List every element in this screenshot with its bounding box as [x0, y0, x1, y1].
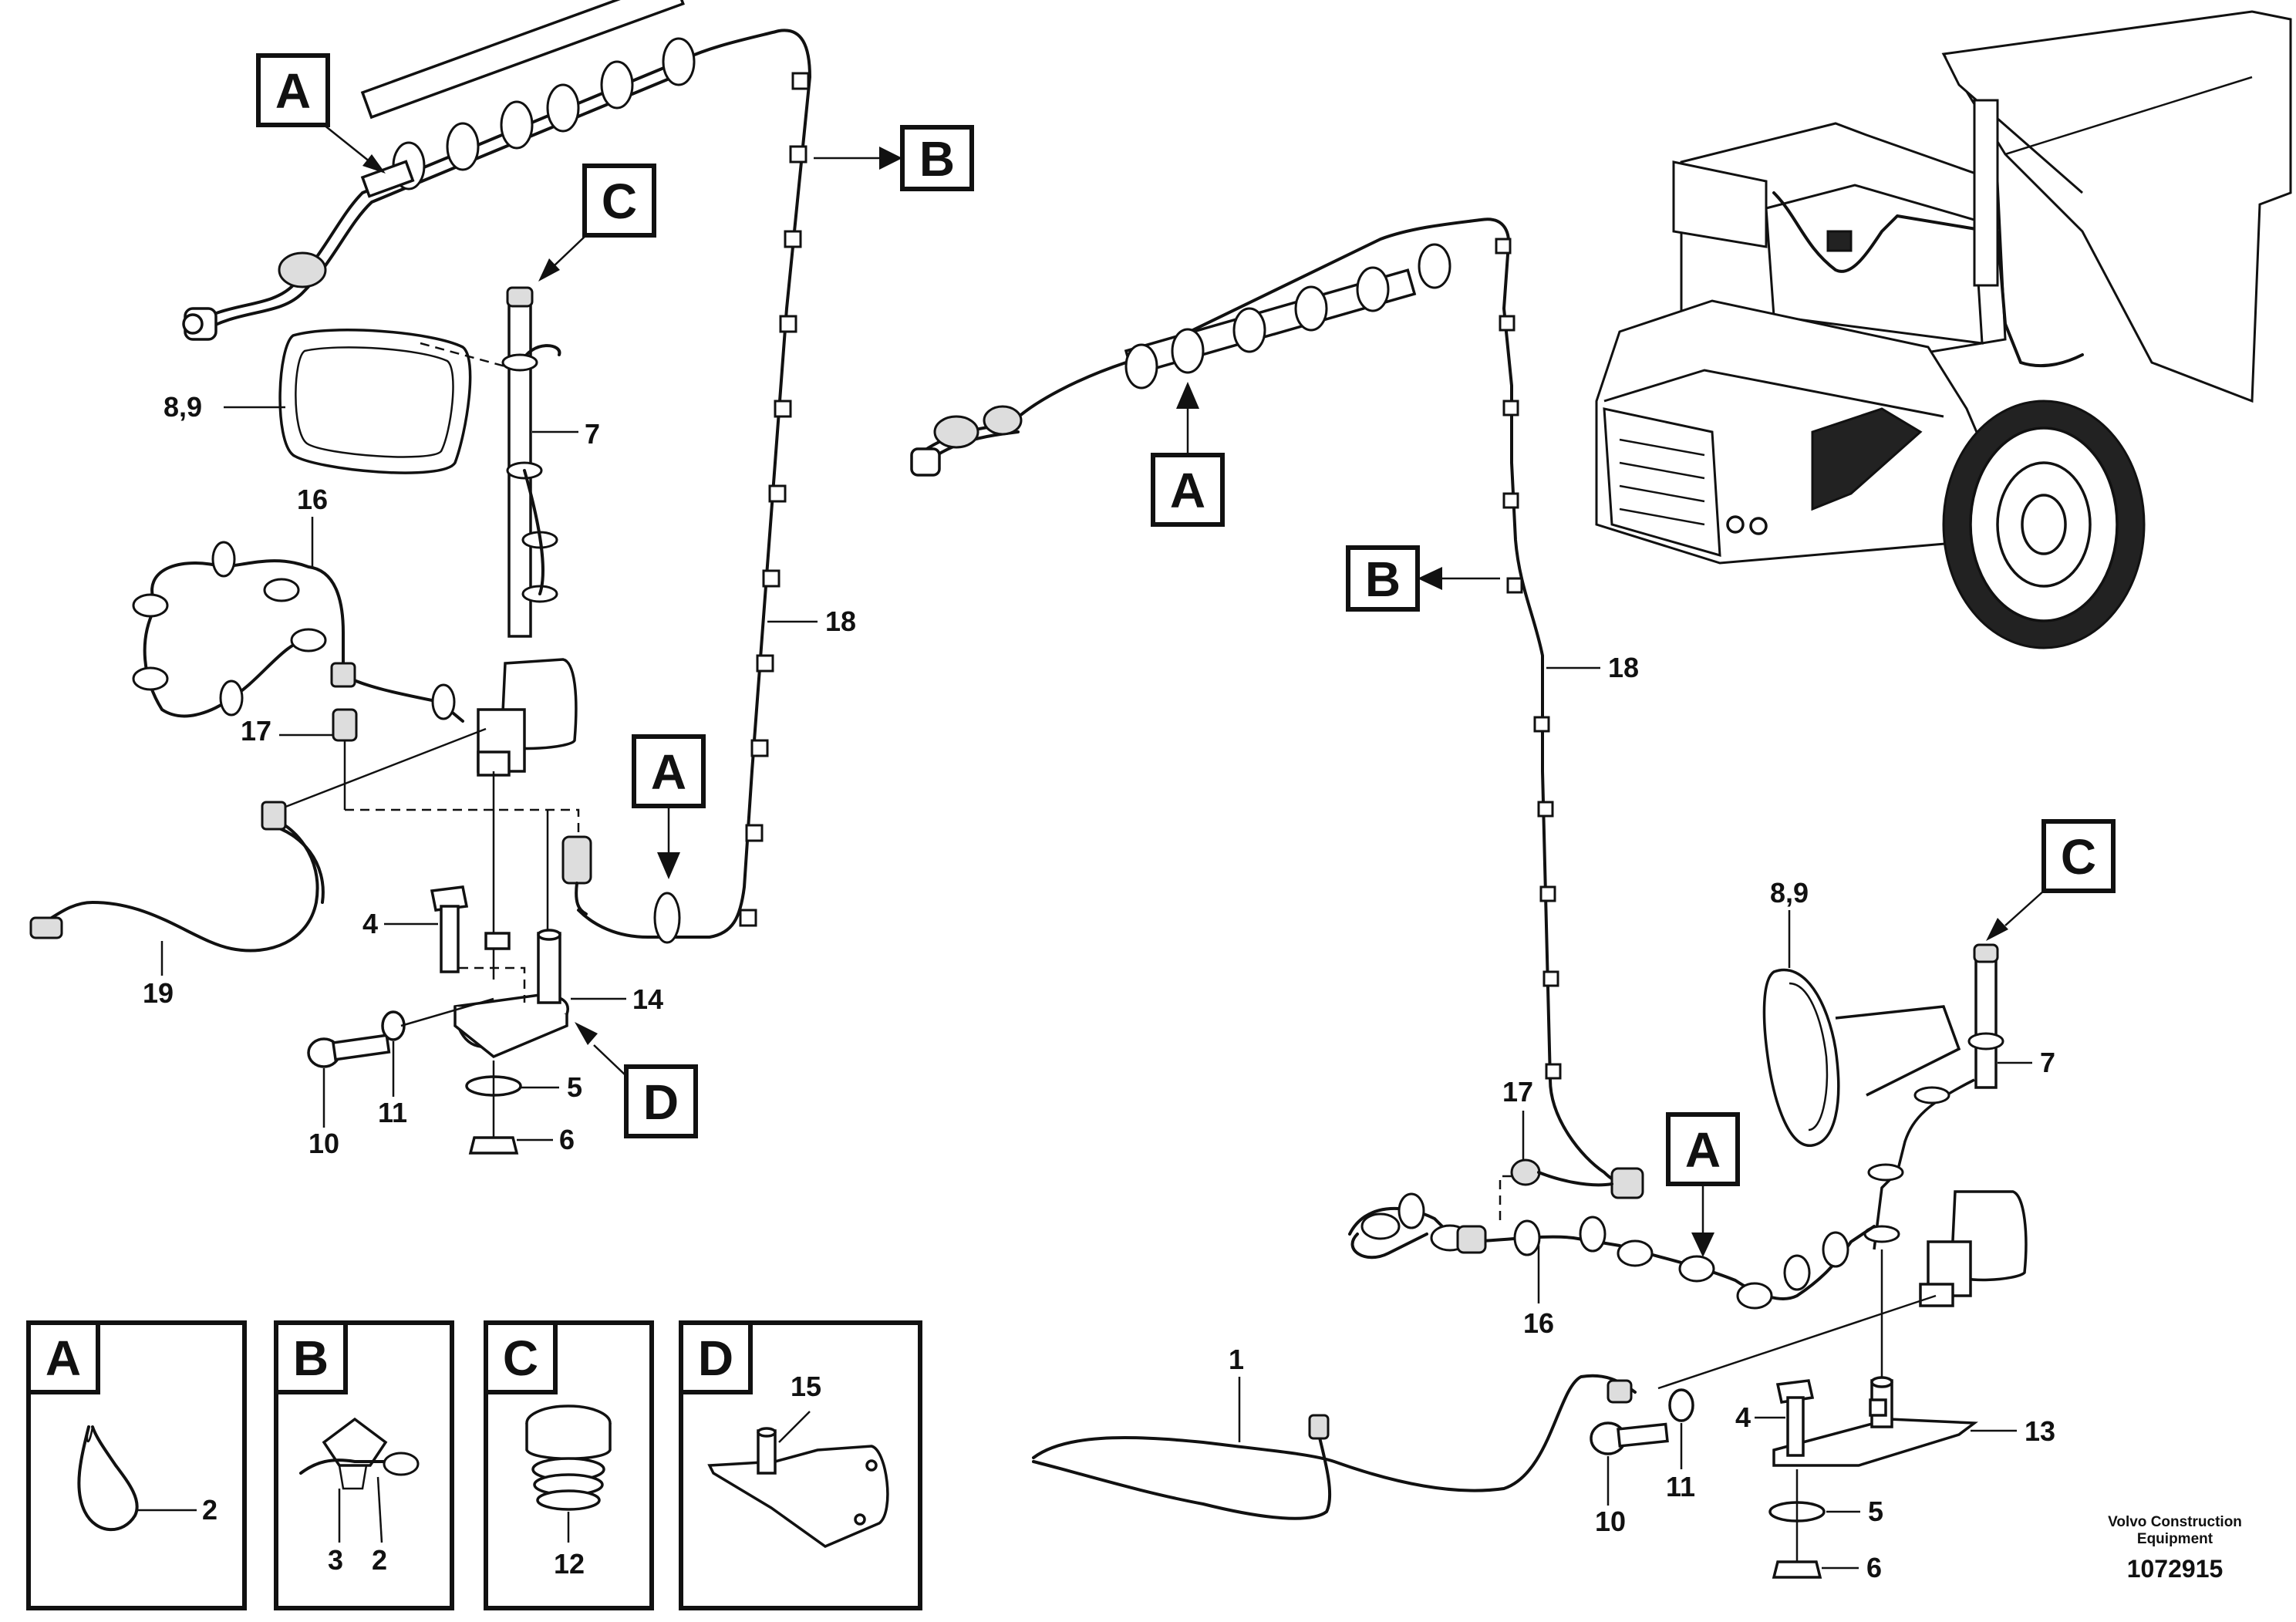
part-label-18: 18	[825, 605, 856, 637]
detail-c: C 12	[484, 1320, 654, 1610]
part-label-5: 5	[1868, 1496, 1883, 1527]
left-cable-19	[29, 801, 325, 953]
callout-b-label: B	[919, 131, 955, 187]
right-callout-c: C	[1986, 819, 2116, 941]
truck-wheel	[1942, 400, 2146, 649]
left-callout-a-top: A	[256, 53, 386, 174]
part-label-13: 13	[2025, 1415, 2055, 1447]
left-callout-b: B	[814, 125, 974, 191]
detail-boxes: A 2 B 3 2 C	[26, 1320, 922, 1610]
part-label-11: 11	[1666, 1471, 1695, 1502]
footer: Volvo Construction Equipment 1072915	[2108, 1514, 2242, 1583]
left-callout-d: D	[575, 1022, 698, 1138]
part-label-15: 15	[791, 1371, 821, 1402]
company-name-line1: Volvo Construction	[2108, 1514, 2242, 1530]
detail-d-label: D	[698, 1330, 733, 1386]
detail-a: A 2	[26, 1320, 247, 1610]
detail-a-label: A	[46, 1330, 81, 1386]
detail-b-label: B	[293, 1330, 329, 1386]
part-label-3: 3	[328, 1544, 343, 1576]
right-callout-a-low: A	[1666, 1112, 1740, 1257]
left-bracket-14	[307, 885, 569, 1155]
left-assembly: A B C A	[29, 0, 974, 1159]
part-label-4: 4	[362, 908, 378, 939]
company-name-line2: Equipment	[2137, 1531, 2213, 1547]
part-label-6: 6	[559, 1124, 575, 1155]
part-label-7: 7	[585, 418, 600, 450]
callout-c-label: C	[602, 174, 637, 229]
detail-c-label: C	[503, 1330, 538, 1386]
part-label-14: 14	[632, 983, 663, 1015]
part-label-7: 7	[2040, 1047, 2055, 1078]
left-work-lamp	[277, 658, 578, 980]
right-cable-1	[1032, 1374, 1637, 1520]
right-bracket-13	[1590, 1376, 1978, 1579]
truck-illustration	[1595, 10, 2292, 649]
truck-side-vent	[1811, 407, 1923, 511]
part-label-4: 4	[1735, 1401, 1751, 1433]
callout-a-label: A	[651, 744, 686, 800]
right-callout-b: B	[1346, 545, 1500, 612]
right-work-lamp	[1657, 1190, 2028, 1390]
right-assembly: A B C A	[910, 218, 2116, 1583]
right-callout-a-top: A	[1151, 382, 1225, 527]
part-label-16: 16	[1523, 1307, 1554, 1339]
left-b-clips	[739, 72, 810, 927]
part-label-11: 11	[378, 1097, 407, 1128]
part-label-16: 16	[297, 484, 328, 515]
left-part-numbers: 8,9 7 16 17 18 19 4 14 5 6 10 11	[143, 391, 856, 1159]
left-harness-16	[132, 541, 464, 723]
part-label-1: 1	[1229, 1344, 1244, 1375]
right-mirror	[1762, 969, 1961, 1147]
part-label-6: 6	[1866, 1552, 1882, 1583]
part-label-19: 19	[143, 977, 174, 1009]
left-harness-18	[182, 0, 811, 944]
callout-c-label: C	[2061, 829, 2096, 885]
right-b-clips	[1495, 238, 1562, 1080]
right-mirror-arm	[1863, 943, 2004, 1250]
right-harness-16	[1348, 1192, 1876, 1310]
detail-b: B 3 2	[274, 1320, 454, 1610]
part-label-17: 17	[1502, 1076, 1533, 1108]
right-part-numbers: 18 8,9 7 17 16 1 4 13 5 6 10 11	[1229, 652, 2055, 1583]
part-label-12: 12	[554, 1548, 585, 1580]
part-label-2: 2	[372, 1544, 387, 1576]
part-label-5: 5	[567, 1071, 582, 1103]
part-label-17: 17	[241, 715, 271, 747]
callout-a-label: A	[275, 63, 311, 119]
left-mirror	[278, 329, 506, 474]
left-mirror-arm	[501, 286, 561, 638]
callout-b-label: B	[1365, 551, 1401, 607]
callout-a-label: A	[1170, 463, 1205, 518]
left-callout-c: C	[538, 164, 656, 282]
part-label-8-9: 8,9	[164, 391, 202, 423]
right-harness-18	[910, 218, 1644, 1199]
left-callout-a-mid: A	[632, 734, 706, 879]
right-connector-17	[1499, 1158, 1613, 1226]
part-label-2: 2	[202, 1494, 217, 1526]
part-label-8-9: 8,9	[1770, 877, 1809, 909]
callout-d-label: D	[643, 1074, 679, 1130]
callout-a-label: A	[1685, 1122, 1721, 1178]
part-label-10: 10	[308, 1128, 339, 1159]
part-label-18: 18	[1608, 652, 1639, 683]
part-label-10: 10	[1595, 1506, 1626, 1537]
left-connector-17	[332, 708, 580, 837]
detail-d: D 15	[679, 1320, 922, 1610]
truck-grille	[1619, 438, 1705, 526]
drawing-number: 1072915	[2127, 1555, 2224, 1583]
